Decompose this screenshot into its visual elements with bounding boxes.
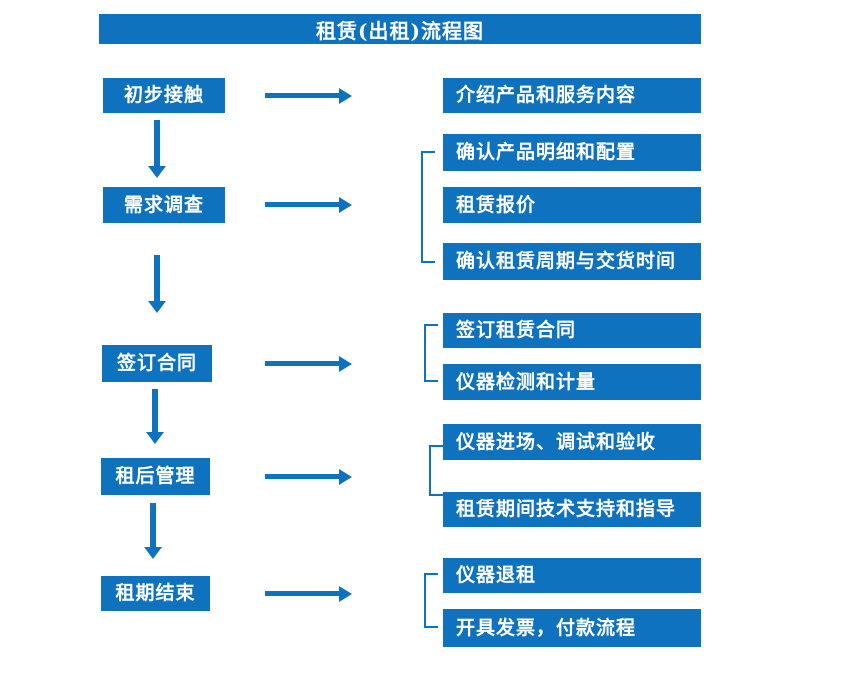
group-bracket [424, 573, 438, 628]
flow-arrow-down-icon [144, 503, 162, 559]
flow-arrow-down-icon [148, 255, 166, 313]
group-bracket [429, 445, 443, 496]
output-box-sign-rental-contract: 签订租赁合同 [443, 313, 701, 348]
output-box-instrument-testing: 仪器检测和计量 [443, 364, 701, 400]
flow-arrow-down-icon [148, 120, 166, 178]
output-box-rental-quote: 租赁报价 [443, 187, 701, 223]
output-box-instrument-setup-acceptance: 仪器进场、调试和验收 [443, 424, 701, 460]
stage-box-sign-contract: 签订合同 [102, 345, 212, 382]
group-bracket [421, 151, 435, 263]
flow-arrow-right-icon [265, 355, 352, 372]
output-box-rental-tech-support: 租赁期间技术支持和指导 [443, 492, 701, 527]
flow-arrow-right-icon [265, 87, 352, 104]
output-box-instrument-return: 仪器退租 [443, 558, 701, 593]
group-bracket [424, 324, 438, 382]
output-box-invoice-payment: 开具发票，付款流程 [443, 609, 701, 647]
flow-arrow-right-icon [265, 585, 352, 602]
output-box-confirm-product-details: 确认产品明细和配置 [443, 134, 701, 171]
flowchart-title: 租赁(出租)流程图 [99, 14, 701, 44]
stage-box-demand-survey: 需求调查 [103, 187, 225, 223]
flow-arrow-right-icon [265, 196, 352, 213]
output-box-introduce-products: 介绍产品和服务内容 [443, 78, 701, 113]
stage-box-post-rental-management: 租后管理 [101, 458, 210, 495]
flow-arrow-down-icon [146, 389, 164, 444]
stage-box-initial-contact: 初步接触 [103, 78, 225, 113]
output-box-confirm-rental-period: 确认租赁周期与交货时间 [443, 243, 701, 280]
flow-arrow-right-icon [265, 468, 352, 485]
stage-box-rental-end: 租期结束 [101, 576, 210, 611]
